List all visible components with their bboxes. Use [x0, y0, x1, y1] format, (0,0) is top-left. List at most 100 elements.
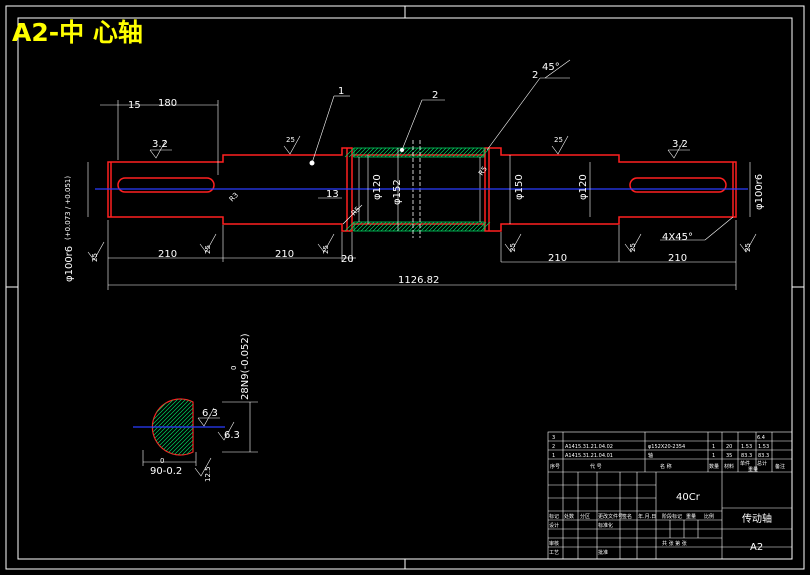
tb-lbl-zone: 分区 [580, 513, 590, 520]
tb-hdr-seq: 序号 [550, 463, 560, 470]
hatch-line [344, 221, 355, 232]
dim-20: 20 [341, 254, 354, 265]
tb-hdr-remark: 备注 [775, 463, 785, 470]
hatch-line [396, 221, 407, 232]
roughness-25-d: 25 [629, 243, 637, 252]
hatch-line [424, 147, 435, 158]
hatch-line [416, 147, 427, 158]
hatch-line [452, 147, 463, 158]
tb-hdr-name: 名 称 [660, 463, 672, 470]
hatch-line [440, 221, 451, 232]
dim-13: 13 [326, 189, 339, 200]
hatch-line [152, 399, 175, 455]
hatch-line [356, 147, 367, 158]
tb-row3-num: 3 [552, 435, 555, 441]
tb-row1-num: 1 [552, 453, 555, 459]
chamfer-4x45: 4X45° [662, 232, 693, 243]
dia-150: φ150 [514, 174, 525, 200]
section-key-width-upper: 0 [230, 366, 238, 370]
section-roughness-12.5: 12.5 [204, 466, 212, 482]
tb-lbl-std: 标准化 [598, 522, 613, 529]
hatch-line [472, 147, 483, 158]
roughness-3.2-right: 3.2 [672, 139, 688, 150]
hatch-line [448, 221, 459, 232]
dim-15: 15 [128, 100, 141, 111]
hatch-line [344, 147, 355, 158]
roughness-3.2-left: 3.2 [152, 139, 168, 150]
tb-lbl-stage: 阶段标记 [662, 513, 682, 520]
hatch-line [77, 395, 142, 460]
radius-r3: R3 [228, 191, 240, 203]
tb-hdr-unit: 单件 [740, 460, 750, 467]
hatch-line [180, 399, 193, 455]
tb-lbl-scale: 比例 [704, 513, 714, 520]
hatch-line [400, 147, 411, 158]
roughness-25-e: 25 [744, 243, 752, 252]
hatch-line [400, 221, 411, 232]
hatch-line [476, 221, 487, 232]
hatch-line [348, 221, 359, 232]
hatch-line [460, 221, 471, 232]
hatch-line [428, 147, 439, 158]
hatch-line [364, 221, 375, 232]
tb-hdr-qty: 数量 [709, 463, 719, 470]
hatch-line [368, 147, 379, 158]
tb-lbl-process: 工艺 [549, 550, 559, 556]
section-depth: 90-0.2 [150, 466, 182, 477]
hatch-line [420, 147, 431, 158]
hatch-line [420, 221, 431, 232]
tb-row2-w2: 1.53 [741, 444, 752, 450]
hatch-line [172, 399, 193, 455]
roughness-symbols: 3.2 3.2 25 25 25 25 25 25 25 25 [87, 135, 757, 262]
tb-lbl-weight: 重量 [686, 513, 696, 520]
hatch-line [444, 147, 455, 158]
section-roughness-6.3-b: 6.3 [224, 430, 240, 441]
hatch-line [472, 221, 483, 232]
hatch-line [380, 147, 391, 158]
tb-row2-w3: 1.53 [758, 444, 769, 450]
dim-210-a: 210 [158, 249, 177, 260]
hatch-line [384, 147, 395, 158]
hatch-line [436, 221, 447, 232]
hatch-line [412, 147, 423, 158]
hatch-line [360, 221, 371, 232]
dim-180: 180 [158, 98, 177, 109]
chamfer-annotations: 2 45° 4X45° R3 R5 R5 [228, 59, 734, 243]
roughness-25-b: 25 [322, 245, 330, 254]
hatch-line [432, 221, 443, 232]
hatch-line [468, 221, 479, 232]
tb-lbl-sheets: 共 张 第 张 [662, 540, 687, 547]
tb-lbl-design: 设计 [549, 522, 559, 529]
tb-hdr-weight: 重量 [748, 466, 758, 473]
chamfer-2-angle: 45° [542, 62, 560, 73]
tb-lbl-date: 年.月.日 [638, 513, 656, 520]
dia-100r6-left: φ100r6 [64, 246, 75, 282]
hatch-line [352, 221, 363, 232]
balloon-2: 2 [432, 90, 438, 101]
hatch-line [416, 221, 427, 232]
hatch-line [388, 221, 399, 232]
roughness-25-body: 25 [286, 136, 295, 144]
tb-row1-w1: 35 [726, 453, 732, 459]
hatch-line [464, 147, 475, 158]
dia-152: φ152 [392, 179, 403, 205]
hatch-line [160, 399, 193, 455]
hatch-line [372, 147, 383, 158]
tb-lbl-count: 处数 [564, 513, 574, 520]
hatch-line [396, 147, 407, 158]
tb-hdr-total: 总计 [757, 460, 767, 467]
hatch-line [424, 221, 435, 232]
hatch-line [480, 147, 491, 158]
hatch-line [476, 147, 487, 158]
hatch-line [364, 147, 375, 158]
section-key-width: 28N9(-0.052) [240, 333, 251, 400]
hatch-line [444, 221, 455, 232]
diameter-dimensions: φ120 φ152 φ150 φ120 φ100r6 φ100r6 (+0.07… [64, 148, 765, 282]
hatch-line [152, 399, 183, 455]
hatch-line [432, 147, 443, 158]
section-roughness-6.3-a: 6.3 [202, 408, 218, 419]
hatch-line [73, 395, 138, 460]
hatch-line [456, 147, 467, 158]
hatch-line [388, 147, 399, 158]
